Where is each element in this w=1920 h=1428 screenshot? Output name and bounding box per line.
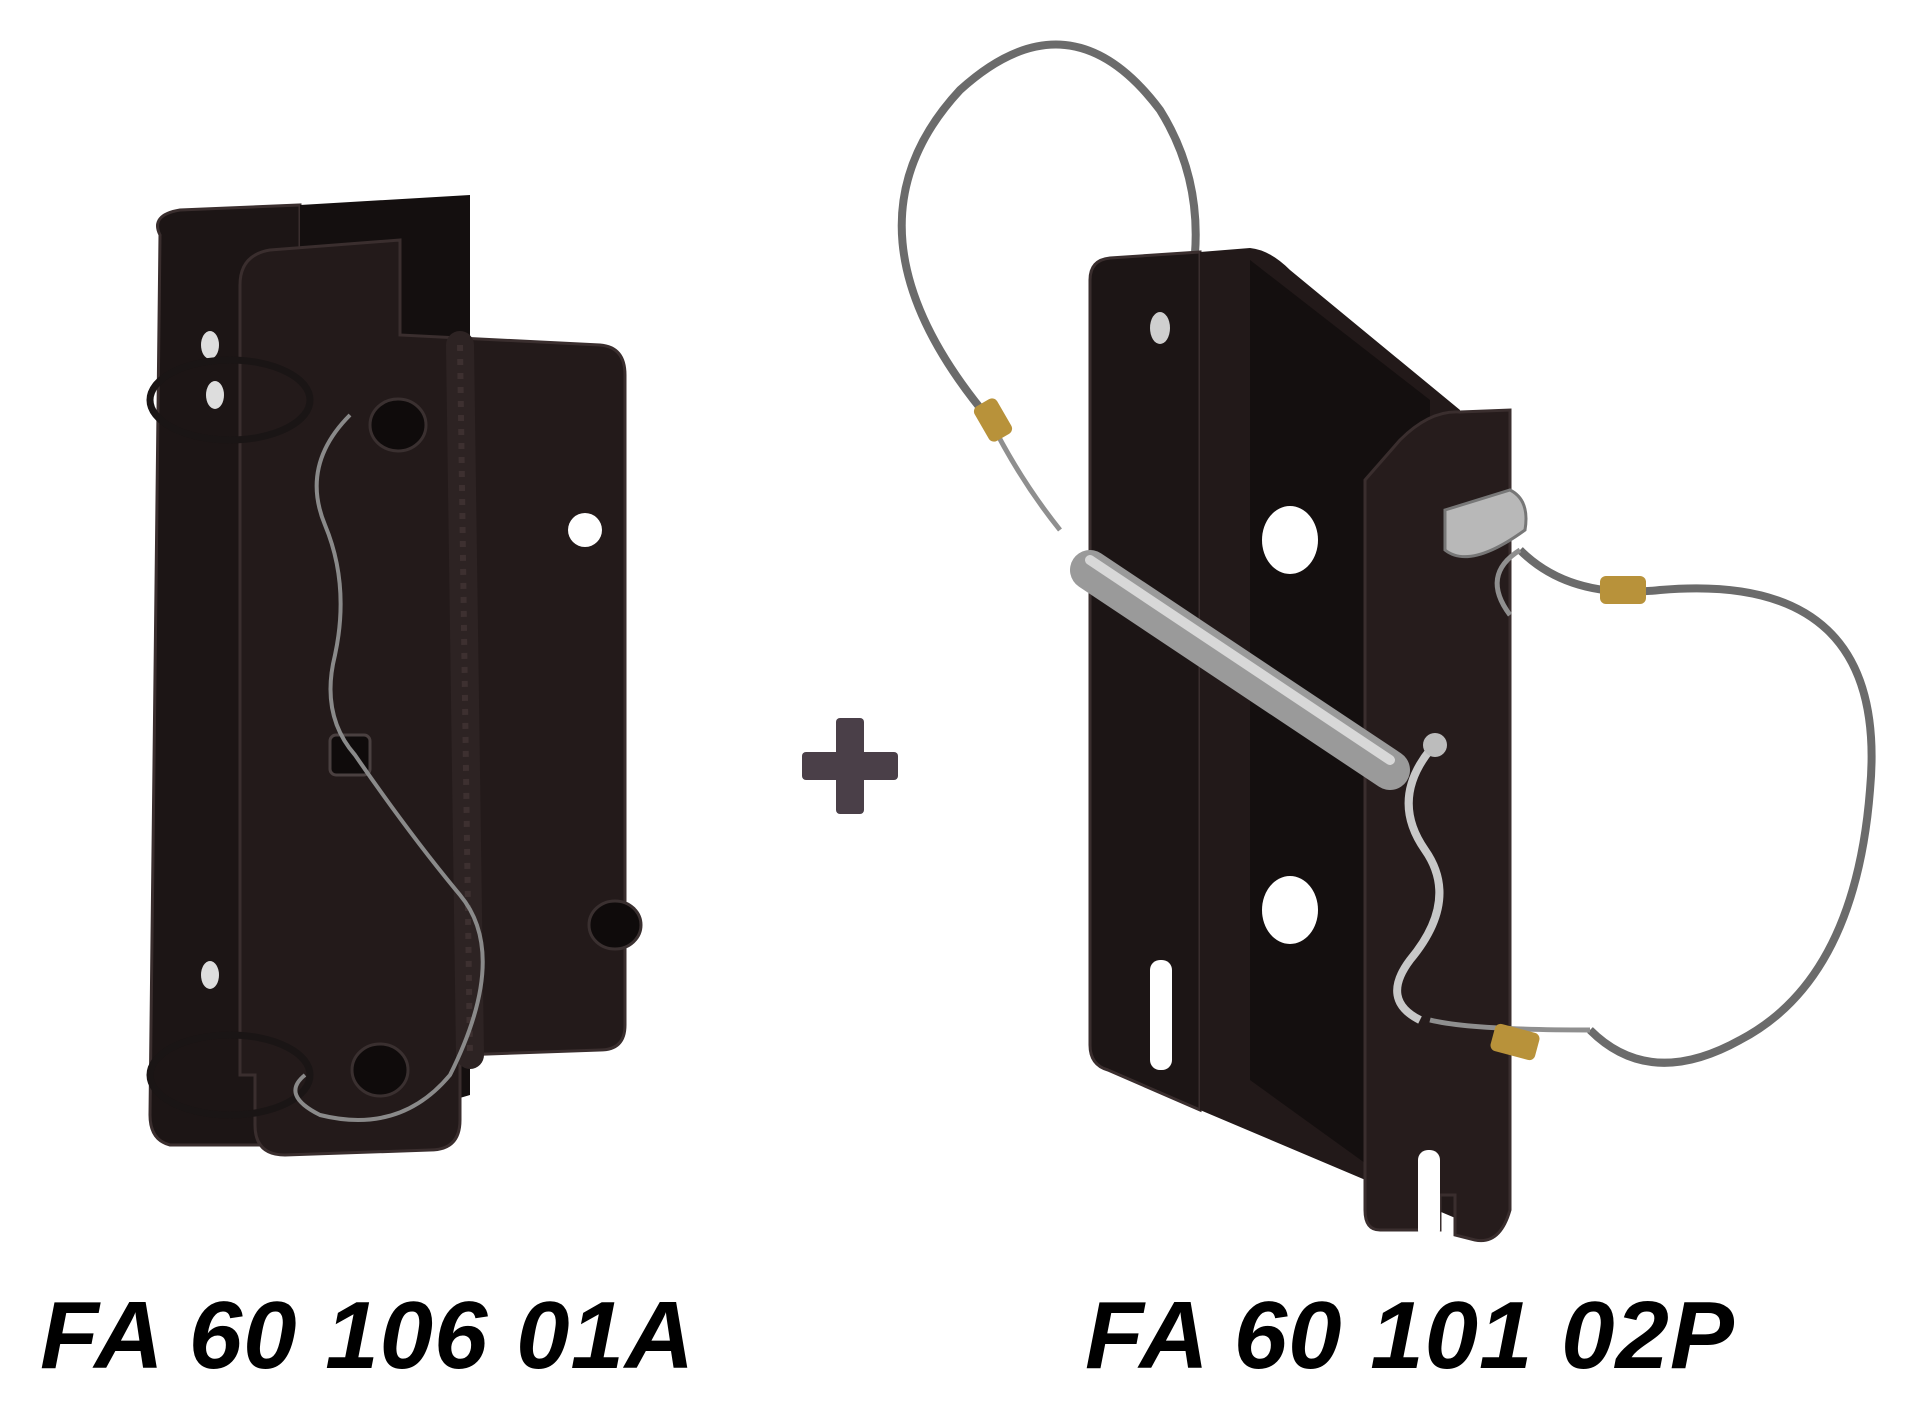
lanyard-cable — [293, 413, 485, 1122]
hole — [1150, 312, 1170, 344]
product-code-right: FA 60 101 02P — [1085, 1282, 1735, 1389]
ferrule — [1600, 576, 1646, 604]
steel-rod — [1070, 550, 1410, 790]
hole — [1262, 506, 1318, 574]
hole — [201, 331, 219, 359]
back-plate — [1088, 250, 1202, 1113]
pin — [368, 397, 428, 453]
plus-icon — [802, 718, 898, 814]
r-clip — [1393, 747, 1444, 1024]
plus-icon-bar-vertical — [836, 718, 864, 814]
hole — [1262, 876, 1318, 944]
hole — [568, 513, 602, 547]
steel-latch — [1443, 488, 1528, 559]
product-code-left: FA 60 106 01A — [40, 1282, 696, 1389]
product-image-left — [80, 195, 680, 1175]
ring — [146, 356, 314, 444]
slot — [1418, 1150, 1440, 1240]
product-image-right — [870, 30, 1910, 1260]
cable-loop-right — [1517, 547, 1876, 1067]
hole — [201, 961, 219, 989]
hole — [206, 381, 224, 409]
ring — [146, 1031, 314, 1119]
front-plate — [238, 238, 627, 1157]
slot — [1150, 960, 1172, 1070]
pin — [350, 1042, 410, 1098]
cable-loop-top — [897, 40, 1200, 423]
ferrule — [973, 398, 1013, 442]
pin — [587, 899, 643, 951]
ferrule — [1490, 1023, 1540, 1061]
front-plate — [1363, 408, 1512, 1243]
